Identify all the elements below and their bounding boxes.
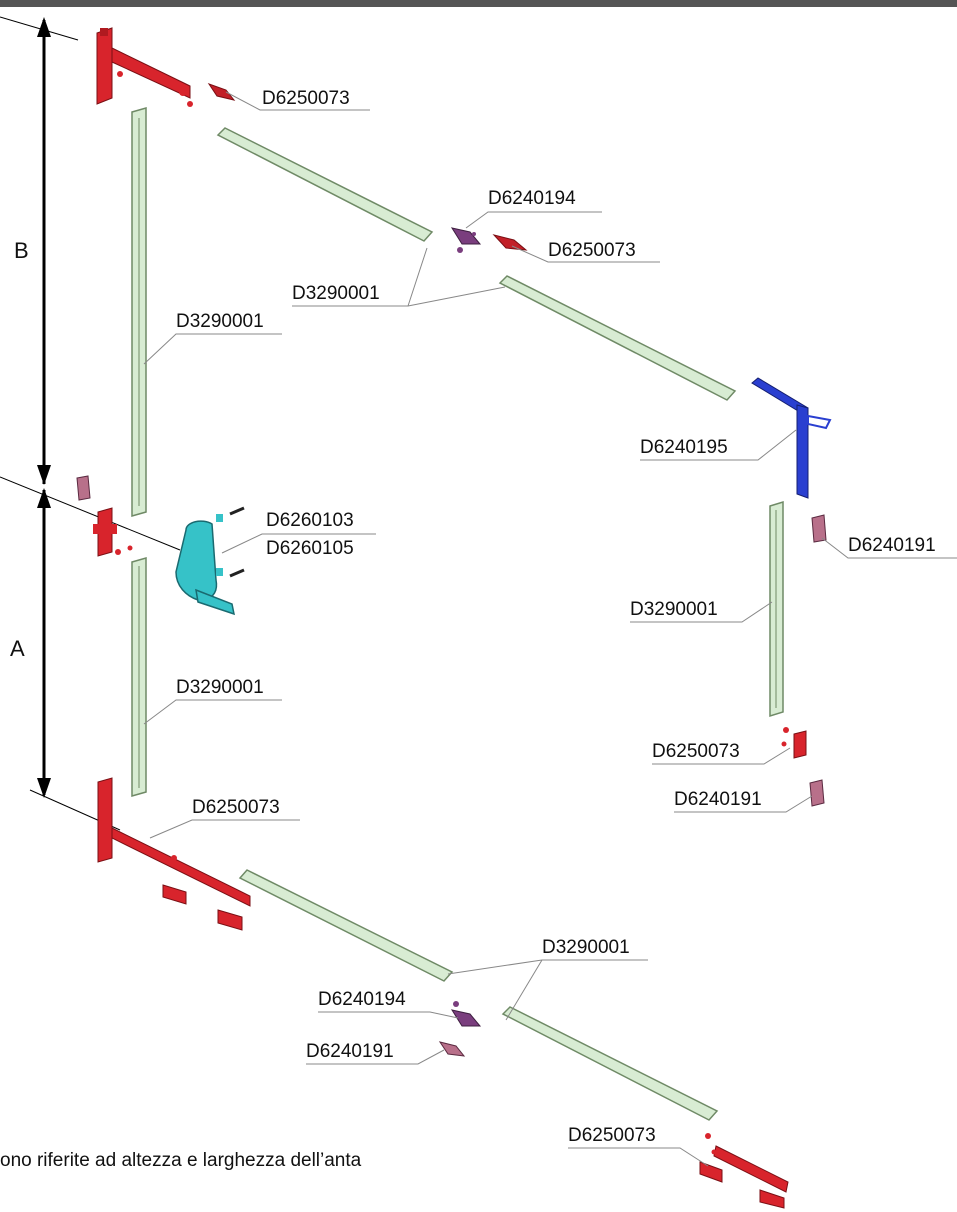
window-handle xyxy=(175,506,245,616)
rod-right xyxy=(769,500,784,718)
part-label: D6260105 xyxy=(266,538,354,559)
caption-text: ono riferite ad altezza e larghezza dell… xyxy=(0,1150,362,1171)
corner-drive-right xyxy=(751,377,832,499)
gear-right xyxy=(781,727,807,759)
corner-drive-top-left xyxy=(96,27,193,107)
keeper-right-lower xyxy=(809,779,825,807)
part-label: D6240191 xyxy=(848,535,936,556)
gearbox-left xyxy=(93,507,133,557)
dimension-b-label: B xyxy=(14,238,29,263)
rod-top-lower xyxy=(498,275,737,401)
rod-bottom-lower xyxy=(501,1006,719,1121)
part-label: D6250073 xyxy=(568,1125,656,1146)
part-label: D3290001 xyxy=(176,311,264,332)
part-label: D6240191 xyxy=(306,1041,394,1062)
part-label: D6250073 xyxy=(652,741,740,762)
part-label: D6240194 xyxy=(488,188,576,209)
rod-top-upper xyxy=(216,127,434,242)
keeper-right-upper xyxy=(811,514,827,543)
dimension-b: B xyxy=(0,16,79,485)
keeper-left-middle xyxy=(76,475,91,501)
part-label: D6240191 xyxy=(674,789,762,810)
arrowhead-icon xyxy=(37,17,51,37)
arrowhead-icon xyxy=(37,465,51,485)
arrowhead-icon xyxy=(37,488,51,508)
dimension-a-label: A xyxy=(10,636,25,661)
top-border-bar xyxy=(0,0,957,7)
part-label: D6250073 xyxy=(192,797,280,818)
keeper-top xyxy=(207,83,236,101)
part-label: D6240194 xyxy=(318,989,406,1010)
rod-left-upper xyxy=(131,107,147,517)
dimension-a: A xyxy=(0,476,181,831)
keeper-bottom xyxy=(438,1041,466,1057)
rod-bottom-upper xyxy=(238,869,454,982)
part-label: D6260103 xyxy=(266,510,354,531)
part-label: D3290001 xyxy=(292,283,380,304)
corner-drive-bottom-left xyxy=(97,777,251,931)
part-label: D6250073 xyxy=(262,88,350,109)
part-label: D6250073 xyxy=(548,240,636,261)
keeper-top-right xyxy=(492,234,528,251)
part-label: D3290001 xyxy=(630,599,718,620)
part-label: D3290001 xyxy=(176,677,264,698)
rod-left-lower xyxy=(131,557,147,797)
part-label: D3290001 xyxy=(542,937,630,958)
drive-bottom-right xyxy=(699,1133,789,1209)
leader-lines xyxy=(143,91,957,1167)
part-label: D6240195 xyxy=(640,437,728,458)
arrowhead-icon xyxy=(37,778,51,798)
connector-top xyxy=(450,227,482,253)
connector-bottom xyxy=(450,1001,482,1027)
